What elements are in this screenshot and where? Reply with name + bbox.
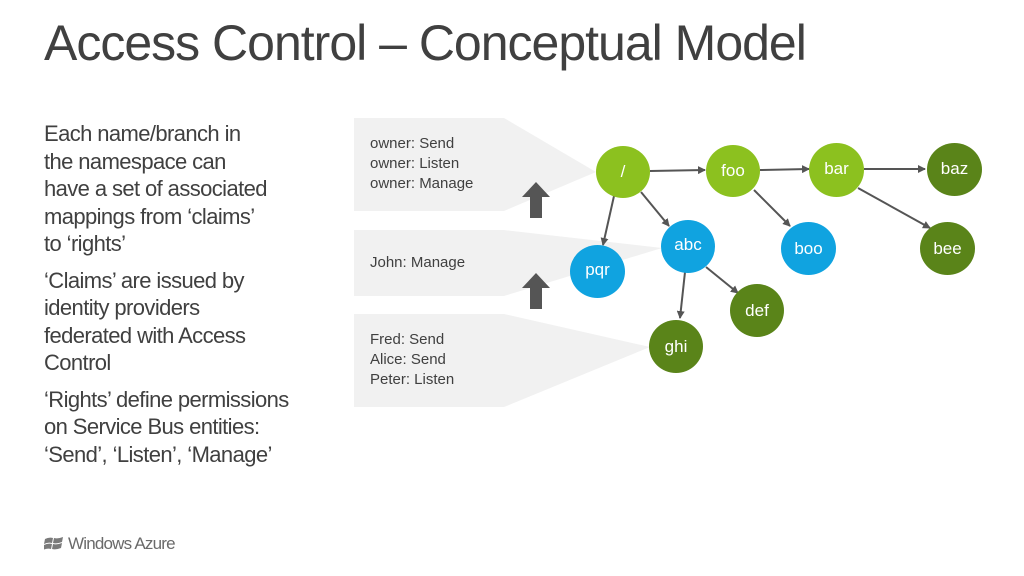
bullet-claims-mapping: Each name/branch in the namespace can ha… <box>44 120 314 258</box>
rights-box-abc: John: Manage <box>354 230 504 296</box>
edge-root-abc <box>640 191 670 227</box>
funnel-owner <box>504 118 596 211</box>
node-label: bar <box>824 159 849 178</box>
windows-flag-icon <box>44 537 63 550</box>
node-abc: abc <box>661 220 715 273</box>
bullet-line: ‘Claims’ are issued by <box>44 267 245 293</box>
bullet-line: ‘Send’, ‘Listen’, ‘Manage’ <box>44 441 272 467</box>
node-label: / <box>620 162 626 181</box>
bullet-line: have a set of associated <box>44 176 267 201</box>
up-arrow-icon <box>522 273 550 309</box>
bullet-rights-define: ‘Rights’ define permissions on Service B… <box>44 386 314 469</box>
edge-foo-boo <box>753 189 791 227</box>
rights-line: owner: Send <box>370 135 455 152</box>
rights-line: Alice: Send <box>370 351 446 368</box>
bullet-line: Control <box>44 350 111 375</box>
node-label: foo <box>721 161 745 180</box>
node-baz: baz <box>927 143 982 196</box>
up-arrow-icon <box>522 182 550 218</box>
bullet-line: Each name/branch in <box>44 121 241 146</box>
node-label: boo <box>794 238 823 258</box>
edge-root-pqr <box>600 195 615 246</box>
node-label: baz <box>940 158 969 178</box>
edge-bar-bee <box>857 187 931 229</box>
slide-title: Access Control – Conceptual Model <box>44 15 807 71</box>
bullet-line: federated with Access <box>44 322 246 348</box>
node-boo: boo <box>781 222 836 275</box>
node-foo: foo <box>706 145 760 197</box>
node-label: ghi <box>664 336 688 356</box>
rights-line: owner: Listen <box>370 155 460 172</box>
bullet-line: on Service Bus entities: <box>44 414 260 439</box>
node-root: / <box>596 146 650 198</box>
funnel-fred <box>504 314 650 407</box>
bullet-claims-issued: ‘Claims’ are issued by identity provider… <box>44 267 314 377</box>
node-label: def <box>745 300 769 320</box>
rights-line: Peter: Listen <box>370 371 455 388</box>
bullet-line: the namespace can <box>44 148 226 174</box>
node-ghi: ghi <box>649 320 703 373</box>
rights-line: Fred: Send <box>370 331 445 348</box>
node-label: abc <box>674 234 702 254</box>
brand-name: Windows Azure <box>68 534 176 553</box>
bullet-line: mappings from ‘claims’ <box>44 203 255 229</box>
bullet-line: identity providers <box>44 295 200 320</box>
edge-root-foo <box>649 166 706 175</box>
node-label: bee <box>933 238 962 258</box>
edge-abc-def <box>705 266 739 294</box>
bullet-list: Each name/branch in the namespace can ha… <box>44 120 314 477</box>
rights-line: owner: Manage <box>370 175 474 192</box>
node-def: def <box>730 284 784 337</box>
node-bar: bar <box>809 143 864 197</box>
node-pqr: pqr <box>570 245 625 298</box>
node-bee: bee <box>920 222 975 275</box>
rights-box-ghi: Fred: Send Alice: Send Peter: Listen <box>354 314 504 407</box>
rights-box-root: owner: Send owner: Listen owner: Manage <box>354 118 504 211</box>
bullet-line: to ‘rights’ <box>44 231 126 256</box>
edge-abc-ghi <box>676 271 686 319</box>
node-label: pqr <box>585 259 610 279</box>
bullet-line: ‘Rights’ define permissions <box>44 386 289 412</box>
windows-azure-logo: Windows Azure <box>44 534 176 554</box>
edge-foo-bar <box>759 165 810 174</box>
rights-line: John: Manage <box>370 254 466 271</box>
